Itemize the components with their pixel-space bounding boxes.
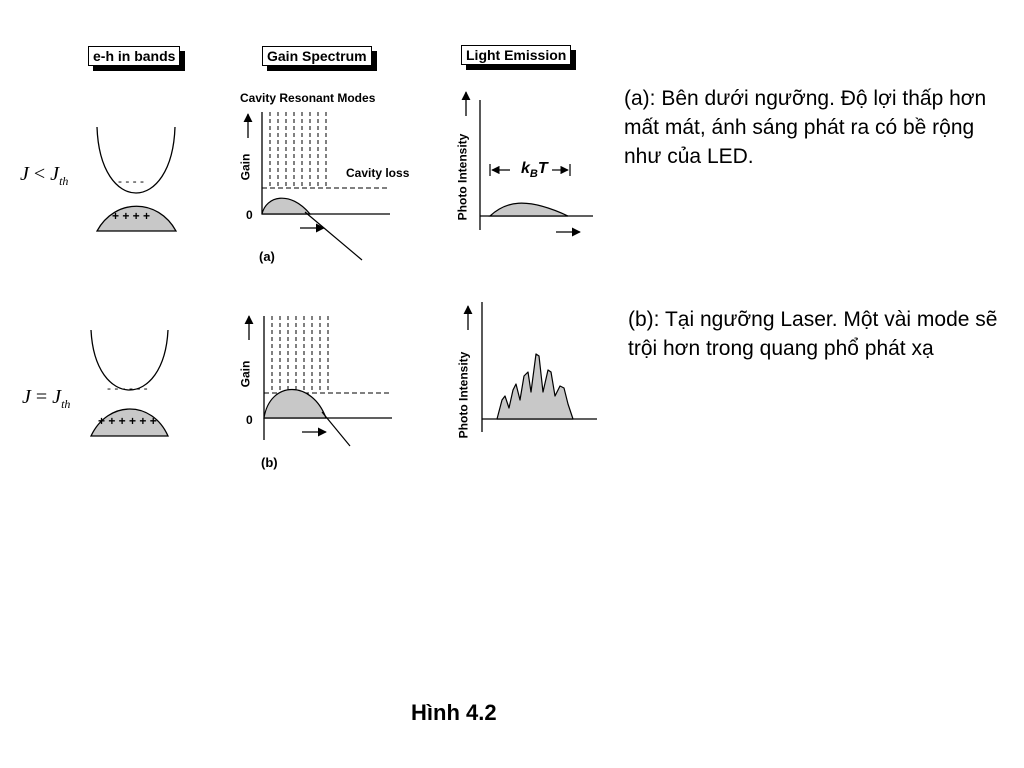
light-emission-b	[463, 302, 597, 432]
cavity-loss-label: Cavity loss	[346, 166, 410, 180]
holes-a: + + + +	[112, 209, 150, 223]
condition-below-threshold: J < Jth	[20, 163, 69, 188]
conduction-band-a	[96, 126, 176, 194]
gain-curve-fill-a	[261, 197, 312, 215]
electrons-b: - - - - - -	[107, 381, 148, 395]
laser-spectrum-b	[496, 353, 574, 420]
header-gain-spectrum: Gain Spectrum	[262, 46, 372, 66]
valence-band-a	[95, 205, 178, 232]
photo-intensity-label-a: Photo Intensity	[455, 133, 470, 221]
header-light-emission: Light Emission	[461, 45, 572, 65]
description-b: (b): Tại ngưỡng Laser. Một vài mode sẽ t…	[628, 308, 998, 360]
conduction-band-b	[90, 329, 169, 391]
gain-axis-label-a: Gain	[238, 153, 253, 181]
light-emission-a	[461, 91, 593, 237]
gain-curve-tail-b	[321, 411, 351, 447]
figure-caption: Hình 4.2	[411, 700, 497, 725]
cavity-modes-b	[271, 316, 329, 393]
gain-zero-a: 0	[246, 208, 253, 222]
panel-b-label: (b)	[261, 455, 278, 470]
header-bands: e-h in bands	[88, 46, 181, 66]
cavity-modes-a	[269, 112, 327, 188]
gain-zero-b: 0	[246, 413, 253, 427]
description-a: (a): Bên dưới ngưỡng. Độ lợi thấp hơn mấ…	[624, 87, 987, 168]
band-diagram-b: - - - - - - + + + + + +	[89, 329, 170, 437]
gain-spectrum-b	[244, 315, 392, 447]
band-diagram-a: - - - - + + + +	[95, 126, 178, 232]
cavity-modes-label: Cavity Resonant Modes	[240, 91, 376, 105]
gain-axis-label-b: Gain	[238, 360, 253, 388]
condition-at-threshold: J = Jth	[22, 386, 71, 411]
electrons-a: - - - -	[118, 174, 144, 188]
led-spectrum-a	[488, 202, 569, 217]
gain-curve-fill-b	[263, 389, 327, 419]
photo-intensity-label-b: Photo Intensity	[456, 351, 471, 439]
gain-curve-tail-a	[304, 211, 363, 261]
gain-spectrum-a	[243, 112, 390, 261]
holes-b: + + + + + +	[98, 414, 157, 428]
panel-a-label: (a)	[259, 249, 275, 264]
kbt-label: kBT	[521, 160, 548, 181]
valence-band-b	[89, 408, 170, 437]
